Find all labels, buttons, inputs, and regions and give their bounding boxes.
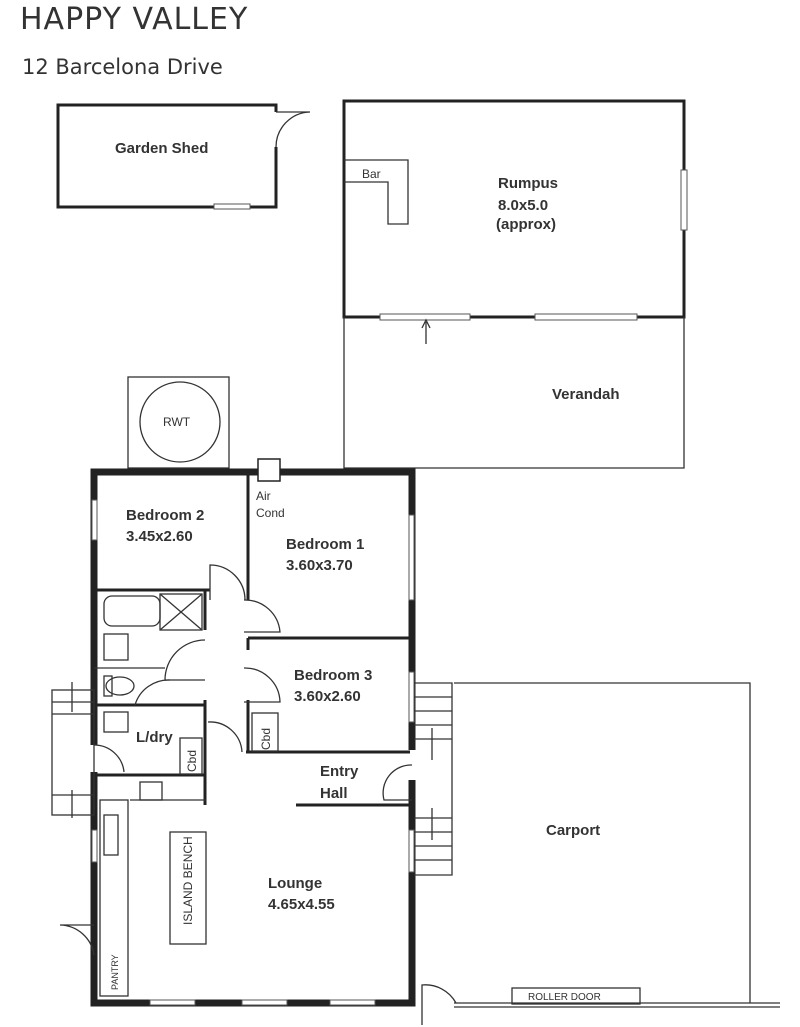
garden-shed-label: Garden Shed xyxy=(115,140,208,157)
plan-address: 12 Barcelona Drive xyxy=(22,55,223,79)
pantry-label: PANTRY xyxy=(110,954,120,990)
island-bench-label: ISLAND BENCH xyxy=(181,836,195,925)
cbd-laundry-label: Cbd xyxy=(185,750,199,772)
house-walls xyxy=(90,458,416,1007)
bedroom1-size: 3.60x3.70 xyxy=(286,557,353,574)
roller-door-label: ROLLER DOOR xyxy=(528,992,601,1003)
bathroom-fixtures xyxy=(94,593,203,733)
air-cond-label-2: Cond xyxy=(256,506,285,520)
verandah: Verandah xyxy=(343,317,685,469)
bedroom1-label: Bedroom 1 xyxy=(286,536,364,553)
bedroom2-label: Bedroom 2 xyxy=(126,507,204,524)
garden-shed: Garden Shed xyxy=(56,103,311,210)
rwt-label: RWT xyxy=(163,415,191,429)
entry-label-2: Hall xyxy=(320,785,348,802)
entry-label-1: Entry xyxy=(320,763,359,780)
door-swings xyxy=(59,564,457,1025)
laundry-label: L/dry xyxy=(136,729,173,746)
internal-walls xyxy=(94,475,410,807)
rumpus-room: Bar Rumpus 8.0x5.0 (approx) xyxy=(342,99,688,344)
cupboards: Cbd Cbd xyxy=(179,712,279,775)
steps xyxy=(51,682,453,876)
cbd-bedroom3-label: Cbd xyxy=(259,728,273,750)
carport-label: Carport xyxy=(546,822,600,839)
lounge-size: 4.65x4.55 xyxy=(268,896,335,913)
rainwater-tank: RWT xyxy=(127,376,230,469)
rumpus-note: (approx) xyxy=(496,216,556,233)
plan-title: HAPPY VALLEY xyxy=(20,2,249,37)
bedroom3-size: 3.60x2.60 xyxy=(294,688,361,705)
rumpus-label: Rumpus xyxy=(498,175,558,192)
bedroom3-label: Bedroom 3 xyxy=(294,667,372,684)
bedroom2-size: 3.45x2.60 xyxy=(126,528,193,545)
lounge-label: Lounge xyxy=(268,875,322,892)
rumpus-size: 8.0x5.0 xyxy=(498,197,548,214)
air-cond-label-1: Air xyxy=(256,489,271,503)
verandah-label: Verandah xyxy=(552,386,620,403)
bar-label: Bar xyxy=(362,167,381,181)
kitchen: ISLAND BENCH PANTRY xyxy=(99,781,207,997)
carport: ROLLER DOOR Carport xyxy=(454,682,780,1008)
